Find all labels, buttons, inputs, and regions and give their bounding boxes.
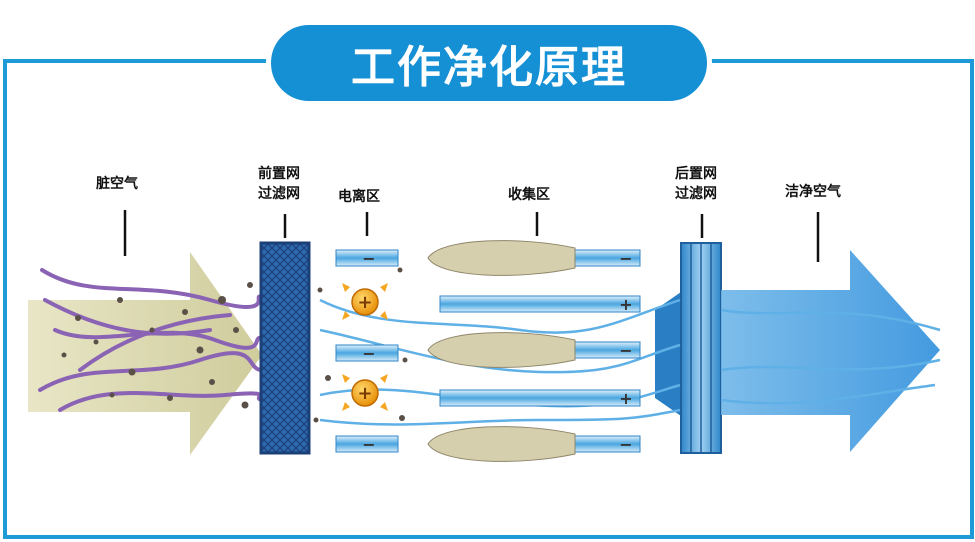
- ion-charge-sign-1: +: [357, 292, 372, 313]
- collection-plate-signs: − + − + −: [619, 249, 632, 454]
- svg-text:−: −: [619, 341, 632, 360]
- label-collection: 收集区: [508, 187, 550, 203]
- ion-plate-sign-1: −: [362, 249, 375, 268]
- label-pointer-lines: [123, 210, 820, 262]
- ion-plate-sign-3: −: [362, 435, 375, 454]
- dirty-airflow-lines: [38, 268, 264, 412]
- dirt-particles: [61, 267, 408, 423]
- svg-text:+: +: [619, 295, 632, 314]
- dust-deposits: [427, 240, 576, 462]
- ion-charge-sign-2: +: [357, 383, 372, 404]
- page-title: 工作净化原理: [351, 42, 627, 93]
- title-banner: 工作净化原理: [266, 20, 712, 106]
- svg-text:−: −: [619, 435, 632, 454]
- dirty-air-arrow: [28, 252, 262, 455]
- label-pre-filter-2: 过滤网: [258, 186, 300, 202]
- label-pre-filter-1: 前置网: [258, 166, 300, 182]
- ionization-plates: [335, 249, 399, 453]
- label-post-filter-1: 后置网: [675, 166, 717, 182]
- svg-text:−: −: [619, 249, 632, 268]
- label-dirty-air: 脏空气: [96, 176, 138, 192]
- ion-plate-sign-2: −: [362, 344, 375, 363]
- post-filter: [655, 242, 722, 454]
- ion-charges: [342, 283, 388, 411]
- svg-text:+: +: [619, 389, 632, 408]
- clean-air-arrow: [721, 250, 940, 452]
- pre-filter: [259, 241, 311, 455]
- label-ionization: 电离区: [338, 189, 380, 205]
- label-post-filter-2: 过滤网: [675, 186, 717, 202]
- label-clean-air: 洁净空气: [785, 184, 841, 200]
